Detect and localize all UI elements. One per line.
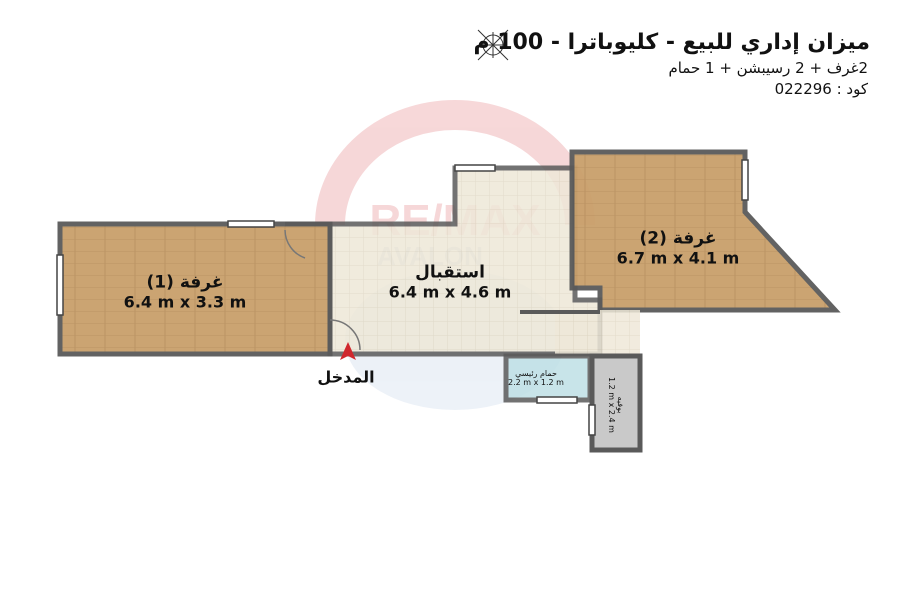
room-1-label: غرفة (1)6.4 m x 3.3 m <box>123 272 247 312</box>
entrance-label: المدخل <box>317 367 375 387</box>
reception <box>285 165 603 357</box>
entrance-arrow-icon <box>340 342 356 360</box>
buffet <box>589 353 643 453</box>
page-title: ميزان إداري للبيع - كليوباترا - 100 م <box>473 30 870 55</box>
compass-rose-icon <box>477 29 509 61</box>
room-2-label: غرفة (2)6.7 m x 4.1 m <box>616 228 740 268</box>
room-1 <box>57 221 333 357</box>
subtitle: 2غرف + 2 رسيبشن + 1 حمام <box>668 59 868 77</box>
windows <box>56 159 749 436</box>
property-code: كود : 022296 <box>774 80 868 98</box>
corridor <box>555 310 640 354</box>
